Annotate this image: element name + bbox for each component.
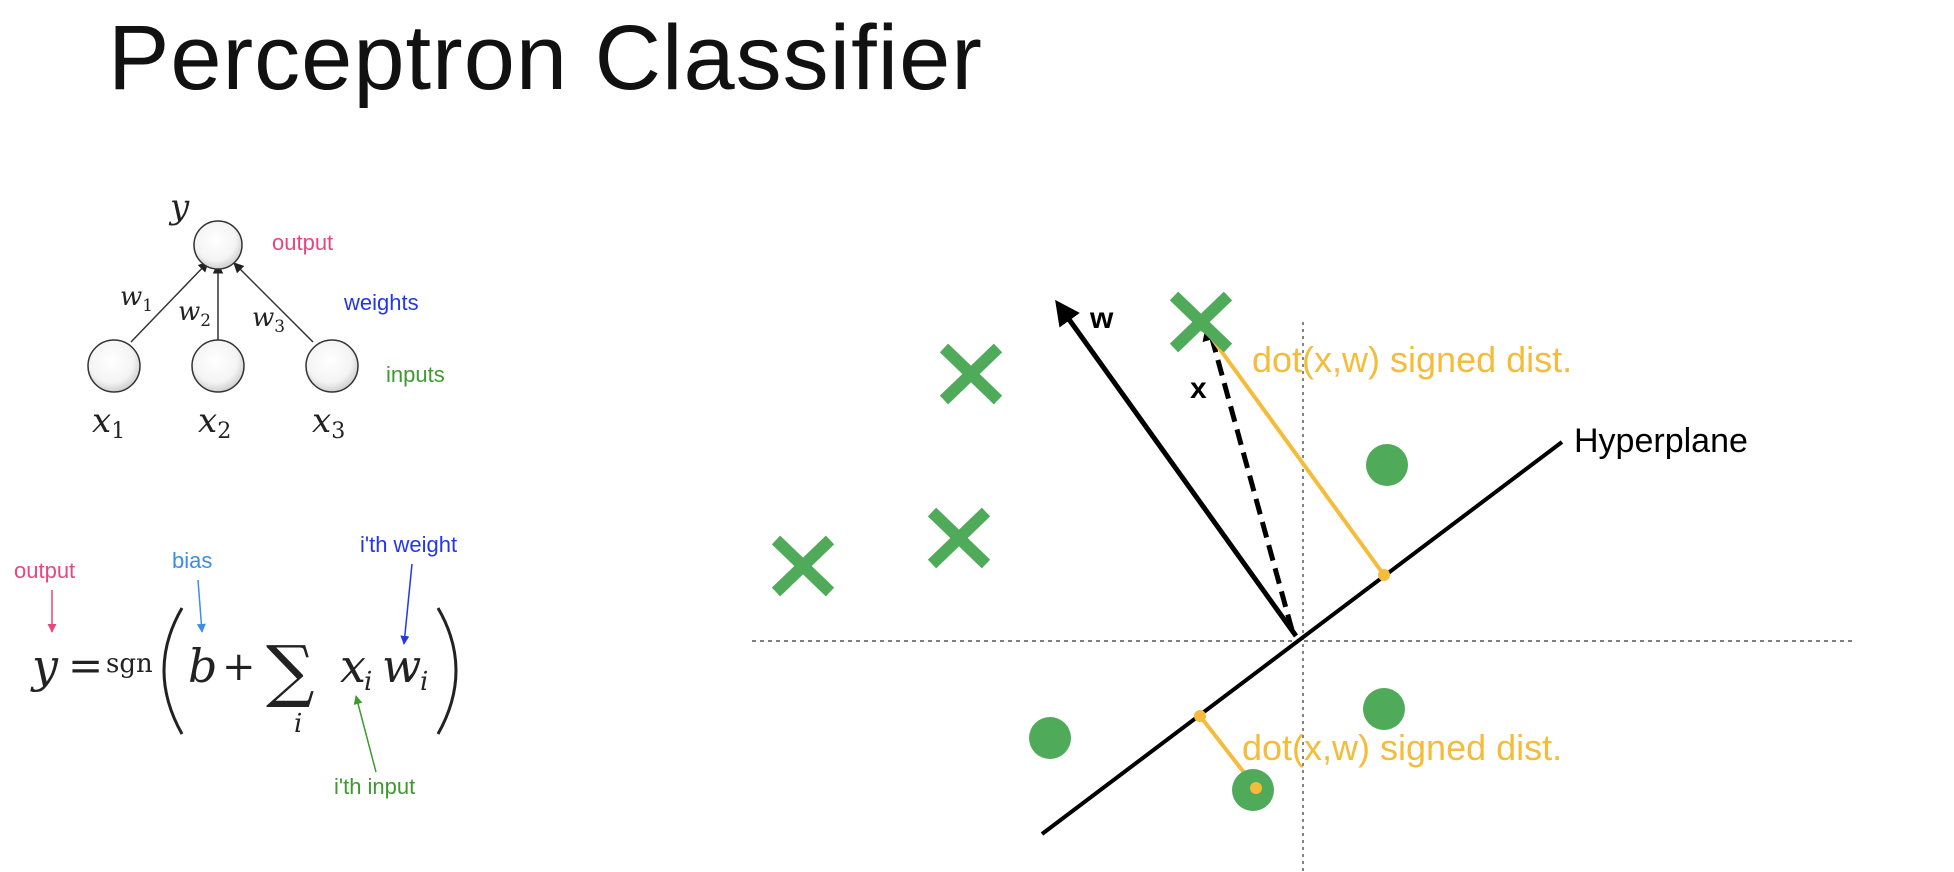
hyperplane-line: [1040, 440, 1564, 836]
circle-marker-4-point: [1250, 782, 1262, 794]
weight-w2: w2: [178, 297, 211, 330]
hyperplane-label: Hyperplane: [1574, 422, 1748, 460]
formula-bias: b: [188, 639, 217, 693]
formula-term-w-sub: i: [420, 667, 428, 697]
x-vector: [1202, 320, 1295, 631]
annotation-weight: i'th weight: [360, 532, 457, 557]
annotation-bias-arrow: [196, 579, 206, 633]
input-node-2: [191, 339, 245, 393]
output-node: [193, 220, 243, 270]
annotation-output: output: [14, 558, 75, 583]
projection-top-end: [1378, 569, 1390, 581]
weight-w3: w3: [252, 303, 285, 336]
circle-marker-3: [1029, 717, 1071, 759]
edge-w3: [233, 262, 314, 343]
formula-right-paren: [436, 607, 458, 735]
formula-sum-index: i: [294, 709, 302, 739]
projection-top: [1201, 324, 1386, 577]
circle-marker-2: [1363, 688, 1405, 730]
output-label: output: [272, 230, 333, 255]
input-node-1: [87, 339, 141, 393]
perceptron-formula: y = sgn b + ∑ i x i w i output bias i'th…: [14, 532, 458, 799]
formula-equals: =: [68, 641, 103, 690]
formula-plus: +: [222, 644, 256, 690]
formula-term-x-sub: i: [364, 667, 372, 697]
cross-marker-3: [927, 507, 991, 569]
formula-lhs: y: [30, 639, 59, 693]
edge-w1: [130, 261, 209, 343]
weight-vector: [1055, 299, 1299, 638]
annotation-input: i'th input: [334, 774, 415, 799]
formula-term-w: w: [382, 639, 421, 693]
formula-term-x: x: [340, 639, 366, 693]
signed-distance-label-top: dot(x,w) signed dist.: [1252, 339, 1572, 380]
input-node-3: [305, 339, 359, 393]
projection-bottom-start: [1194, 710, 1206, 722]
slide-title: Perceptron Classifier: [108, 7, 983, 109]
formula-sum: ∑: [266, 632, 315, 711]
circle-marker-1: [1366, 444, 1408, 486]
hyperplane-plot: w x Hyperplane dot(x,w) signed dist. dot…: [752, 291, 1852, 872]
annotation-input-arrow: [353, 695, 377, 773]
input-x2: x2: [198, 401, 231, 444]
cross-marker-2: [1169, 291, 1233, 353]
inputs-label: inputs: [386, 362, 445, 387]
weight-vector-label: w: [1089, 302, 1114, 335]
formula-sign: sgn: [106, 649, 153, 679]
cross-marker-4: [771, 535, 835, 597]
cross-marker-1: [939, 343, 1003, 405]
annotation-weight-arrow: [400, 563, 413, 645]
output-variable: y: [168, 187, 190, 227]
x-vector-label: x: [1190, 372, 1207, 405]
signed-distance-label-bottom: dot(x,w) signed dist.: [1242, 727, 1562, 768]
annotation-bias: bias: [172, 548, 212, 573]
input-x3: x3: [312, 401, 345, 444]
weights-label: weights: [343, 290, 419, 315]
perceptron-network: y w1 w2 w3 x1 x2 x3 output weights input…: [87, 187, 445, 444]
formula-left-paren: [162, 607, 184, 735]
weight-w1: w1: [120, 282, 153, 315]
input-x1: x1: [92, 401, 125, 444]
